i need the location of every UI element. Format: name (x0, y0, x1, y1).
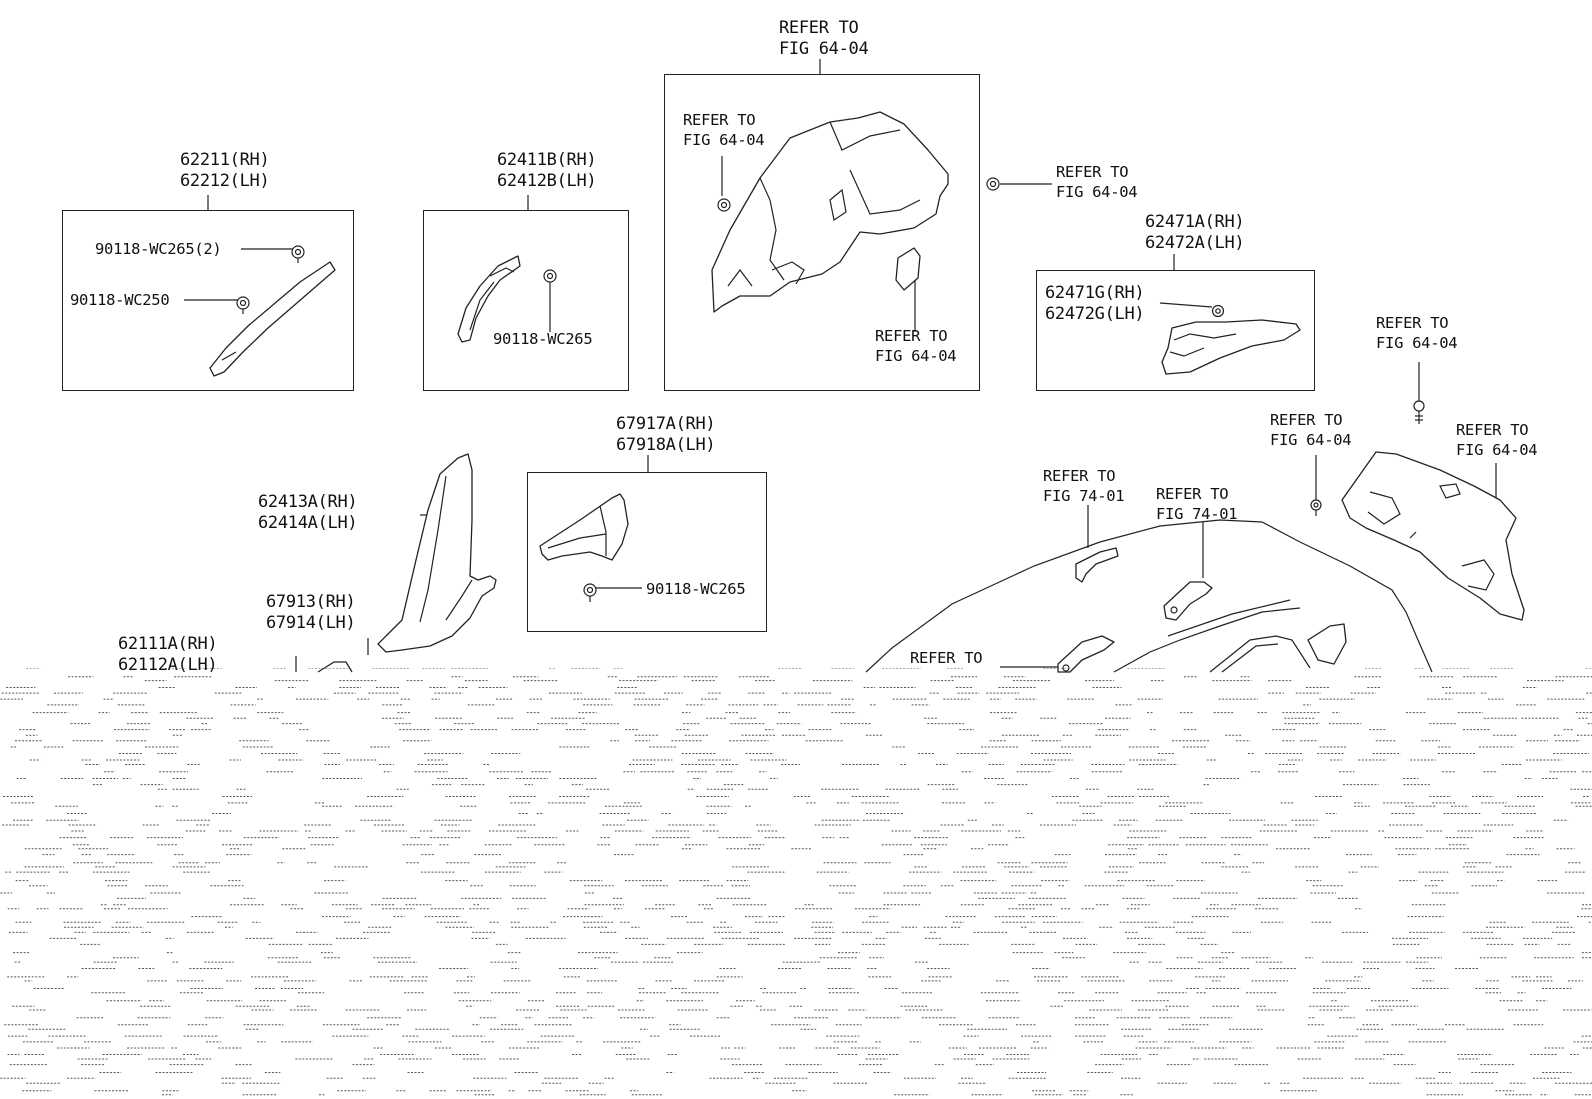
rear-trim-part (1161, 319, 1301, 375)
assist-grip-a (1075, 547, 1119, 583)
scan-noise-region (0, 668, 1592, 1096)
leader-62471g (1159, 302, 1213, 308)
fastener-label-wc265-b: 90118-WC265 (493, 330, 593, 348)
vehicle-body-outline (865, 519, 1433, 673)
callout-62111: 62111A(RH)62112A(LH) (118, 634, 218, 675)
clip-icon (1211, 304, 1225, 318)
assembly-box-quarter-trim (664, 74, 980, 391)
cowl-side-trim-part (539, 493, 629, 561)
clip-icon (986, 177, 1000, 191)
clip-icon (1310, 499, 1322, 516)
assist-grip-c (1057, 635, 1115, 673)
clip-icon (291, 245, 305, 263)
clip-icon (717, 198, 731, 212)
scuff-plate-part (317, 661, 353, 673)
fastener-label-wc265-c: 90118-WC265 (646, 580, 746, 598)
fastener-label-wc265-2: 90118-WC265(2) (95, 240, 222, 258)
clip-icon (583, 583, 597, 602)
callout-62471g: 62471G(RH)62472G(LH) (1045, 283, 1145, 324)
back-door-trim-part (1341, 451, 1525, 621)
screw-icon (1413, 400, 1425, 424)
callout-67917: 67917A(RH)67918A(LH) (616, 414, 716, 455)
clip-icon (236, 296, 250, 314)
assembly-box-62211 (62, 210, 354, 391)
callout-62411: 62411B(RH)62412B(LH) (497, 150, 597, 191)
assembly-box-62471 (1036, 270, 1315, 391)
callout-62211: 62211(RH)62212(LH) (180, 150, 270, 191)
callout-62471a: 62471A(RH)62472A(LH) (1145, 212, 1245, 253)
pillar-garnish-part (457, 255, 521, 343)
ref-grip-c: REFER TO (910, 649, 983, 667)
a-pillar-garnish-part (209, 261, 336, 377)
callout-67913: 67913(RH)67914(LH) (266, 592, 356, 633)
assist-grip-b (1163, 581, 1213, 621)
callout-62413: 62413A(RH)62414A(LH) (258, 492, 358, 533)
assembly-box-67917 (527, 472, 767, 632)
fastener-label-wc250: 90118-WC250 (70, 291, 170, 309)
center-pillar-garnish-part (377, 453, 497, 653)
clip-icon (543, 269, 557, 283)
assembly-box-62411 (423, 210, 629, 391)
quarter-trim-panel-part (711, 111, 949, 313)
